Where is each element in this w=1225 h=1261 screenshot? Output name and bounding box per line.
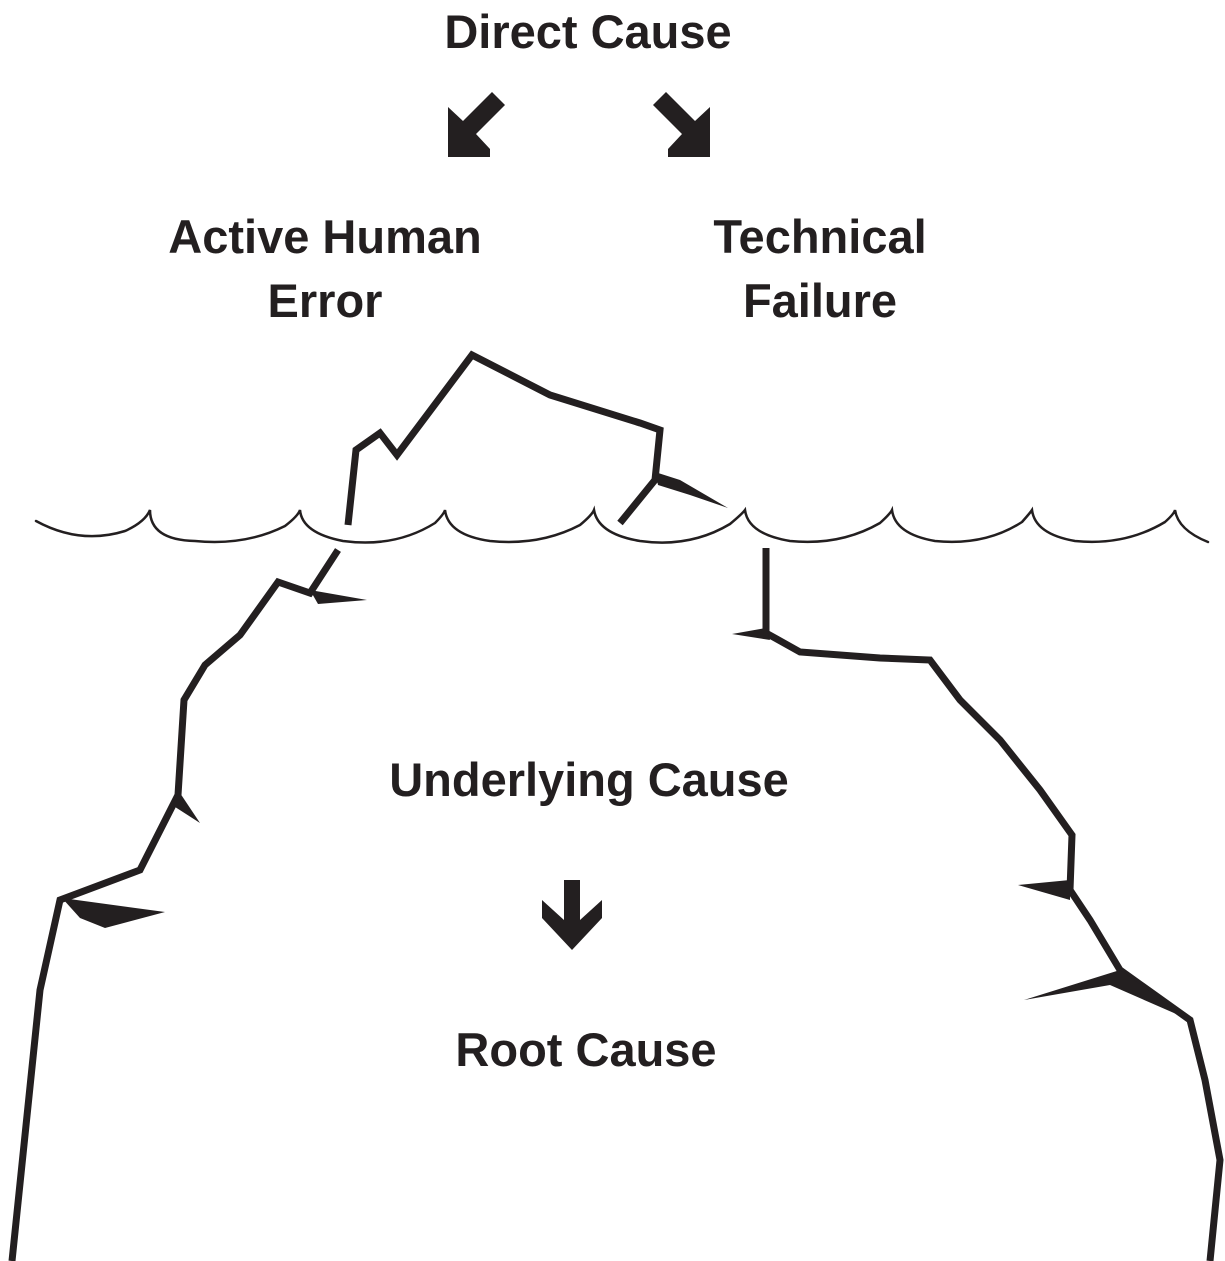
arrow-down-icon (542, 880, 602, 950)
technical-failure-label: Technical Failure (713, 205, 926, 333)
iceberg-tip-crack (655, 472, 728, 508)
iceberg-underwater-right (766, 548, 1220, 1261)
iceberg-underwater-left (12, 550, 338, 1261)
iceberg-left-crack-2 (172, 790, 200, 823)
active-human-error-label: Active Human Error (168, 205, 481, 333)
iceberg-tip (348, 355, 660, 525)
iceberg-left-crack-1 (310, 590, 367, 604)
root-cause-label: Root Cause (455, 1018, 716, 1082)
iceberg-right-crack-1 (732, 628, 770, 640)
iceberg-left-crack-3 (62, 898, 165, 928)
iceberg-right-crack-3 (1024, 970, 1190, 1020)
direct-cause-label: Direct Cause (444, 0, 731, 64)
arrow-down-right-icon (653, 92, 710, 157)
iceberg-right-crack-2 (1018, 880, 1070, 900)
arrow-down-left-icon (448, 92, 505, 157)
water-waves (36, 510, 1208, 543)
underlying-cause-label: Underlying Cause (389, 748, 789, 812)
